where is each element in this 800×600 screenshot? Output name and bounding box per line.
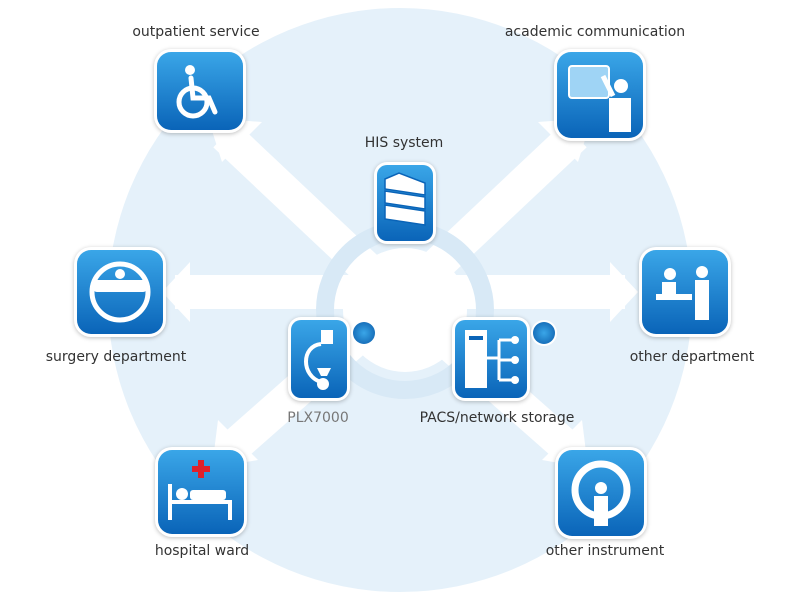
- scanner-icon: [571, 460, 631, 526]
- hospital-ward-label: hospital ward: [154, 543, 250, 559]
- academic-communication-node[interactable]: [557, 52, 643, 138]
- surgery-department-label: surgery department: [45, 349, 187, 365]
- c-arm-icon: [304, 330, 333, 390]
- pacs-settings-badge[interactable]: [533, 322, 555, 344]
- central-hub: [343, 248, 467, 372]
- his-system-node[interactable]: [377, 165, 433, 241]
- academic-communication-label: academic communication: [504, 24, 686, 40]
- reception-desk-icon: [656, 266, 709, 320]
- other-instrument-label: other instrument: [545, 543, 665, 559]
- outpatient-service-label: outpatient service: [132, 24, 260, 40]
- surgery-department-node[interactable]: [77, 250, 163, 334]
- plx7000-node[interactable]: [291, 320, 347, 398]
- hospital-ward-node[interactable]: [158, 450, 244, 534]
- plx7000-settings-badge[interactable]: [353, 322, 375, 344]
- pacs-network-storage-label: PACS/network storage: [419, 410, 575, 426]
- other-instrument-node[interactable]: [558, 450, 644, 536]
- outpatient-service-node[interactable]: [157, 52, 243, 130]
- other-department-node[interactable]: [642, 250, 728, 334]
- wheelchair-icon: [176, 65, 218, 119]
- surgery-lamp-icon: [89, 261, 151, 323]
- network-storage-icon: [465, 330, 519, 388]
- pacs-network-storage-node[interactable]: [455, 320, 527, 398]
- server-icon: [384, 172, 426, 226]
- hospital-bed-icon: [168, 460, 232, 520]
- presentation-icon: [568, 65, 631, 132]
- other-department-label: other department: [629, 349, 755, 365]
- plx7000-label: PLX7000: [287, 410, 349, 426]
- his-system-label: HIS system: [364, 135, 444, 151]
